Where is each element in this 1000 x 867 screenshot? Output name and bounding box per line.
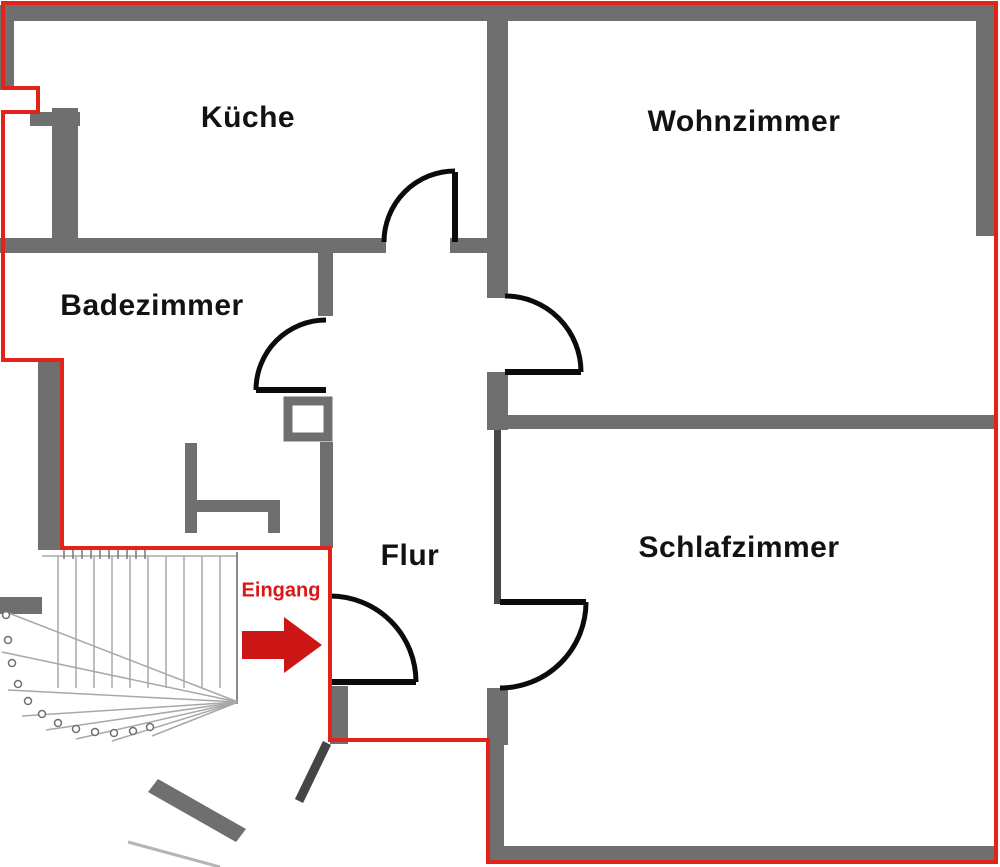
wall-bad-right-upper (318, 252, 333, 316)
wall-main-vertical-lower (487, 688, 508, 745)
staircase (1, 552, 239, 867)
wall-bottom (500, 846, 996, 862)
wall-bad-right-lower (320, 442, 333, 548)
wall-bottom-vertical (489, 745, 504, 862)
wall-bad-kueche-divider (0, 238, 386, 253)
shaft-box (283, 396, 333, 442)
wall-entrance-stub (330, 686, 348, 744)
entrance-arrow-icon (242, 617, 322, 673)
room-label-kueche: Küche (200, 101, 296, 134)
wall-closet-horizontal (185, 500, 280, 512)
doors (253, 168, 589, 803)
wall-stairwell-left (0, 597, 42, 614)
wall-wohn-schlaf-divider (505, 415, 996, 429)
stair-baluster-dots (1, 610, 155, 738)
door-badezimmer (253, 317, 327, 393)
wall-closet-stub (268, 500, 280, 533)
door-wohnzimmer (504, 293, 584, 375)
door-stairwell-leaf (294, 741, 332, 803)
room-label-wohnzimmer: Wohnzimmer (647, 105, 841, 138)
wall-main-vertical-mid (487, 372, 508, 430)
door-kueche (381, 168, 458, 243)
walls (0, 5, 996, 862)
wall-left-lower (38, 360, 64, 550)
stair-hatch-ticks (63, 550, 146, 559)
wall-right-upper (976, 5, 996, 236)
entrance-label: Eingang (241, 579, 321, 602)
room-label-schlafzimmer: Schlafzimmer (638, 531, 840, 564)
room-label-badezimmer: Badezimmer (60, 289, 244, 322)
wall-kueche-left (52, 108, 78, 246)
wall-flur-schlaf-thin (494, 430, 501, 604)
door-entrance (329, 593, 419, 685)
door-schlafzimmer (499, 599, 589, 691)
wall-closet-vertical (185, 443, 197, 533)
room-label-flur: Flur (380, 539, 440, 572)
wall-diagonal-stairwell (148, 779, 246, 842)
wall-main-vertical-upper (487, 5, 508, 298)
